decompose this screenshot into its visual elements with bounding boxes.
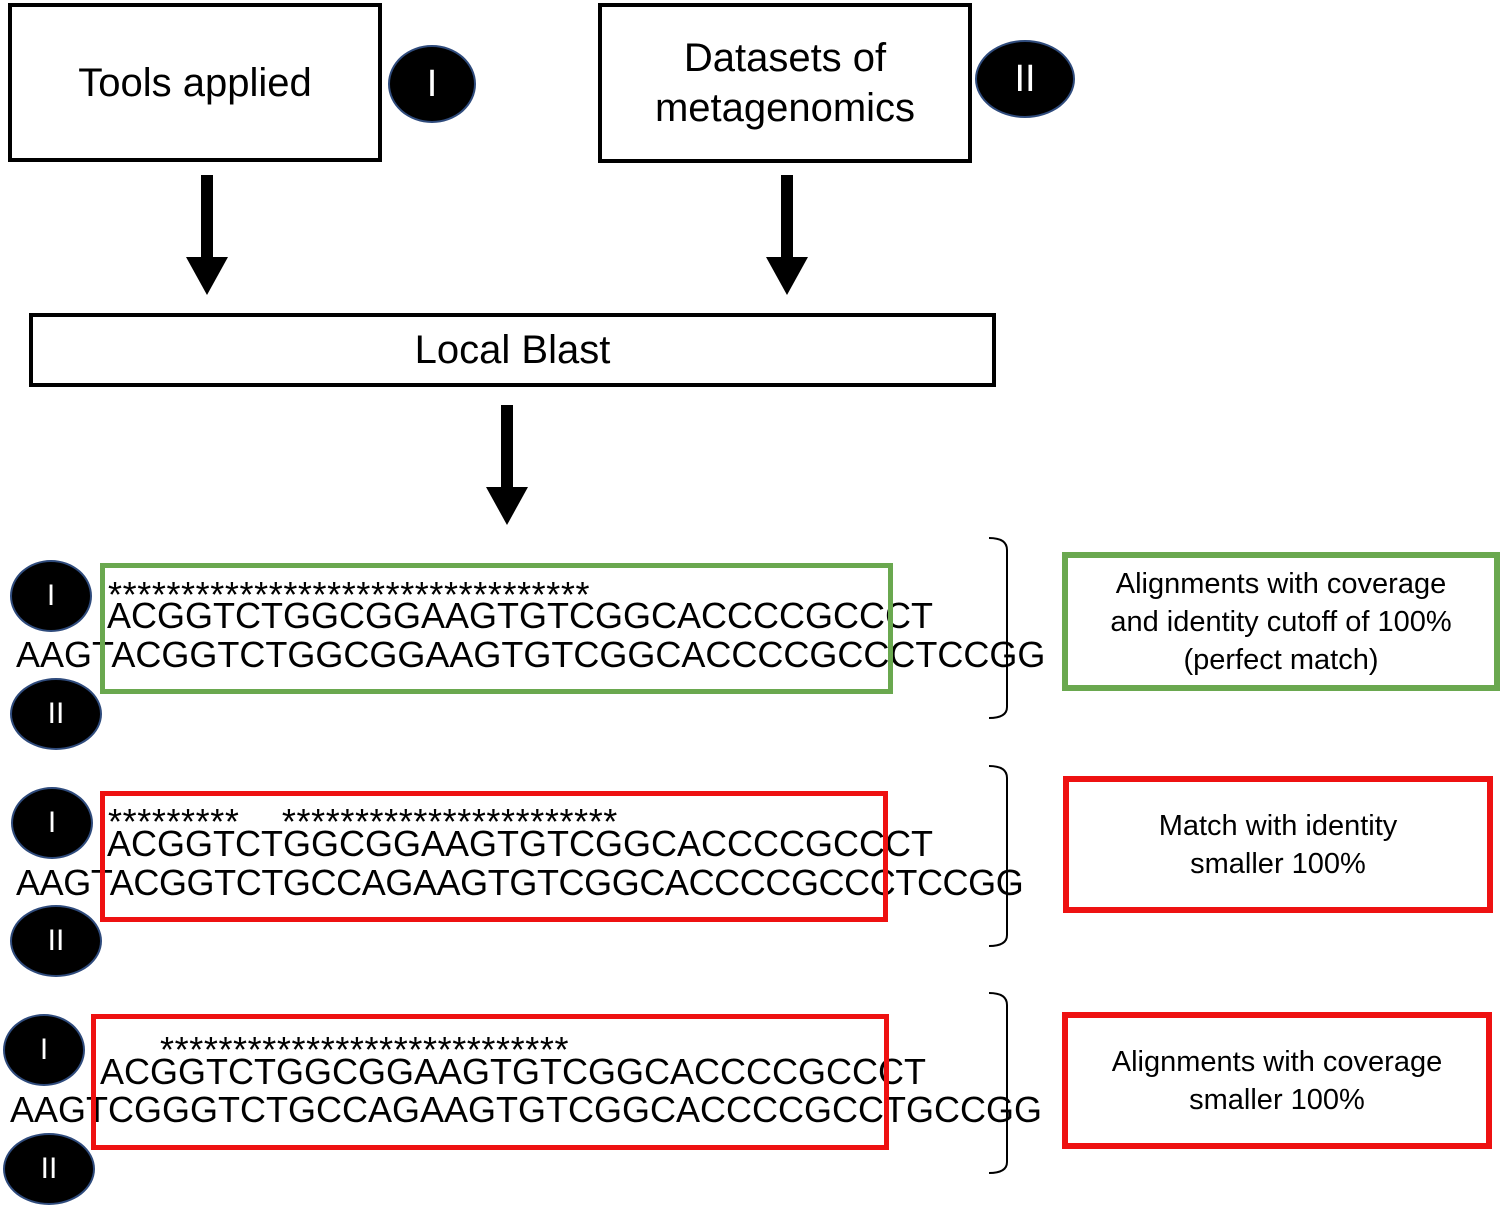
query-sequence: ACGGTCTGGCGGAAGTGTCGGCACCCCGCCCT (100, 1051, 926, 1092)
datasets-box: Datasets of metagenomics (598, 3, 972, 163)
alignment-frame (91, 1014, 889, 1150)
identity-stars: ********* *********************** (108, 801, 618, 842)
arrow-datasets-to-blast (766, 175, 808, 295)
result-box-perfect-match: Alignments with coverage and identity cu… (1062, 552, 1500, 691)
tools-applied-box: Tools applied (8, 3, 382, 162)
badge-query: I (10, 560, 92, 632)
subject-sequence: AAGTACGGTCTGGCGGAAGTGTCGGCACCCCGCCCTCCGG (16, 634, 1046, 675)
bracket (988, 537, 1008, 719)
subject-sequence: AAGTACGGTCTGCCAGAAGTGTCGGCACCCCGCCCTCCGG (16, 862, 1024, 903)
arrow-blast-to-alignments (486, 405, 528, 525)
badge-tools: I (388, 45, 476, 123)
result-box-coverage-mismatch: Alignments with coverage smaller 100% (1062, 1012, 1492, 1149)
datasets-label: Datasets of metagenomics (654, 36, 916, 130)
badge-query: I (11, 787, 93, 859)
badge-datasets: II (975, 40, 1075, 118)
bracket (988, 765, 1008, 947)
local-blast-box: Local Blast (29, 313, 996, 387)
badge-query: I (3, 1014, 85, 1086)
identity-stars: **************************** (160, 1029, 570, 1070)
alignment-frame (100, 791, 888, 922)
badge-subject: II (10, 678, 102, 750)
tools-applied-label: Tools applied (78, 60, 312, 105)
badge-subject: II (3, 1133, 95, 1205)
bracket (988, 992, 1008, 1174)
result-box-identity-mismatch: Match with identity smaller 100% (1063, 776, 1493, 913)
query-sequence: ACGGTCTGGCGGAAGTGTCGGCACCCCGCCCT (107, 595, 933, 636)
identity-stars: ********************************* (108, 574, 591, 615)
subject-sequence: AAGTCGGGTCTGCCAGAAGTGTCGGCACCCCGCCTGCCGG (10, 1089, 1043, 1130)
query-sequence: ACGGTCTGGCGGAAGTGTCGGCACCCCGCCCT (107, 823, 933, 864)
local-blast-label: Local Blast (414, 328, 611, 372)
alignment-frame (100, 563, 893, 694)
arrow-tools-to-blast (186, 175, 228, 295)
badge-subject: II (10, 905, 102, 977)
